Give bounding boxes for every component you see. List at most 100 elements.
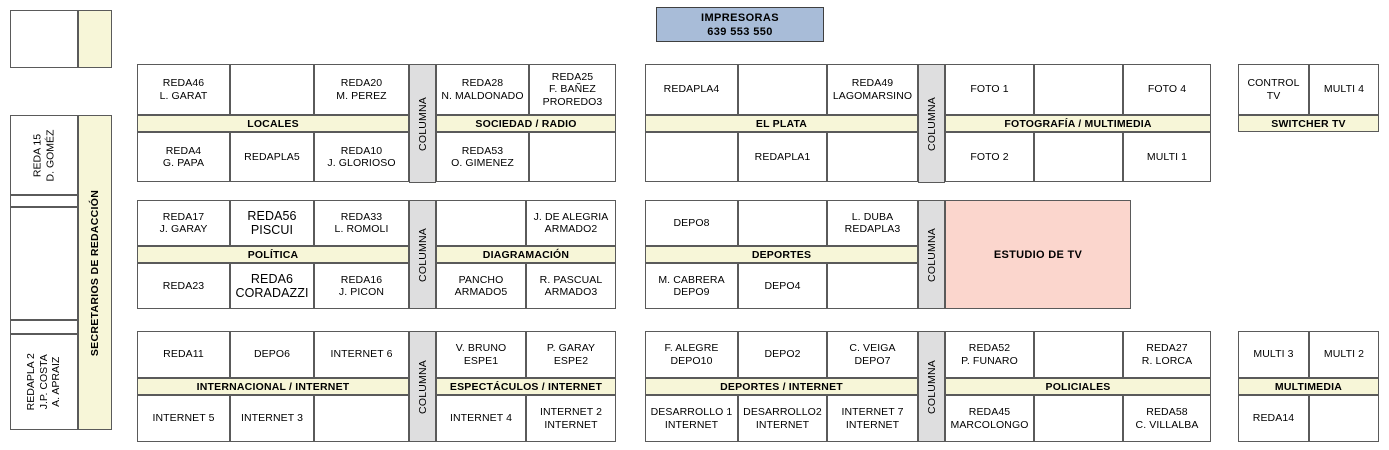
block-locales-top-row: REDA46 L. GARAT REDA20 M. PEREZ <box>137 64 409 115</box>
cell-p-garay-espe2[interactable]: P. GARAY ESPE2 <box>526 331 616 378</box>
block-estudio-de-tv[interactable]: ESTUDIO DE TV <box>945 200 1131 309</box>
columna-bar-2-label: COLUMNA <box>925 96 938 151</box>
block-policiales-top-row: REDA52 P. FUNARO REDA27 R. LORCA <box>945 331 1211 378</box>
cell-policiales-top-empty[interactable] <box>1034 331 1123 378</box>
cell-diagramacion-top-empty[interactable] <box>436 200 526 246</box>
cell-reda25[interactable]: REDA25 F. BAÑEZ PROREDO3 <box>529 64 616 115</box>
impresoras-box[interactable]: IMPRESORAS 639 553 550 <box>656 7 824 42</box>
sidebar-cell-column: REDA 15 D. GOMÉZ REDAPLA 2 J.P. COSTA A.… <box>10 115 78 430</box>
cell-reda33[interactable]: REDA33 L. ROMOLI <box>314 200 409 246</box>
estudio-de-tv-label: ESTUDIO DE TV <box>993 248 1083 261</box>
sidebar-cell-gap-1[interactable] <box>10 195 78 207</box>
block-multimedia-top-row: MULTI 3 MULTI 2 <box>1238 331 1379 378</box>
cell-multi-4[interactable]: MULTI 4 <box>1309 64 1379 115</box>
cell-l-duba[interactable]: L. DUBA REDAPLA3 <box>827 200 918 246</box>
cell-el-plata-bottom-empty-1[interactable] <box>645 132 738 182</box>
cell-reda23[interactable]: REDA23 <box>137 263 230 309</box>
sidebar-band-secretarios: SECRETARIOS DE REDACCIÓN <box>78 115 112 430</box>
cell-reda53[interactable]: REDA53 O. GIMENEZ <box>436 132 529 182</box>
cell-reda28[interactable]: REDA28 N. MALDONADO <box>436 64 529 115</box>
cell-depo2[interactable]: DEPO2 <box>738 331 827 378</box>
cell-r-pascual-armado3[interactable]: R. PASCUAL ARMADO3 <box>526 263 616 309</box>
cell-reda46[interactable]: REDA46 L. GARAT <box>137 64 230 115</box>
cell-multi-2[interactable]: MULTI 2 <box>1309 331 1379 378</box>
cell-reda56[interactable]: REDA56 PISCUI <box>230 200 314 246</box>
cell-multi-3[interactable]: MULTI 3 <box>1238 331 1309 378</box>
cell-reda17[interactable]: REDA17 J. GARAY <box>137 200 230 246</box>
block-deportes-internet: F. ALEGRE DEPO10 DEPO2 C. VEIGA DEPO7 DE… <box>645 331 918 442</box>
block-diagramacion-top-row: J. DE ALEGRIA ARMADO2 <box>436 200 616 246</box>
cell-reda20[interactable]: REDA20 M. PEREZ <box>314 64 409 115</box>
cell-desarrollo-1[interactable]: DESARROLLO 1 INTERNET <box>645 395 738 442</box>
cell-internet-2[interactable]: INTERNET 2 INTERNET <box>526 395 616 442</box>
cell-v-bruno-espe1[interactable]: V. BRUNO ESPE1 <box>436 331 526 378</box>
cell-reda52[interactable]: REDA52 P. FUNARO <box>945 331 1034 378</box>
topleft-yellow-cell <box>78 10 112 68</box>
sidebar-band-label: SECRETARIOS DE REDACCIÓN <box>89 189 101 356</box>
cell-reda14[interactable]: REDA14 <box>1238 395 1309 442</box>
cell-foto-1[interactable]: FOTO 1 <box>945 64 1034 115</box>
cell-internet-3[interactable]: INTERNET 3 <box>230 395 314 442</box>
block-politica-top-row: REDA17 J. GARAY REDA56 PISCUI REDA33 L. … <box>137 200 409 246</box>
cell-reda10[interactable]: REDA10 J. GLORIOSO <box>314 132 409 182</box>
cell-internacional-bottom-empty[interactable] <box>314 395 409 442</box>
cell-internet-5[interactable]: INTERNET 5 <box>137 395 230 442</box>
cell-policiales-bottom-empty[interactable] <box>1034 395 1123 442</box>
cell-deportes-top-empty[interactable] <box>738 200 827 246</box>
cell-reda4[interactable]: REDA4 G. PAPA <box>137 132 230 182</box>
cell-redapla1[interactable]: REDAPLA1 <box>738 132 827 182</box>
block-fotografia-multimedia: FOTO 1 FOTO 4 FOTOGRAFÍA / MULTIMEDIA FO… <box>945 64 1211 182</box>
cell-reda27[interactable]: REDA27 R. LORCA <box>1123 331 1211 378</box>
block-multimedia-bottom-row: REDA14 <box>1238 395 1379 442</box>
cell-internet-7[interactable]: INTERNET 7 INTERNET <box>827 395 918 442</box>
columna-bar-6: COLUMNA <box>918 331 945 442</box>
cell-fotografia-bottom-empty[interactable] <box>1034 132 1123 182</box>
cell-depo4[interactable]: DEPO4 <box>738 263 827 309</box>
cell-m-cabrera[interactable]: M. CABRERA DEPO9 <box>645 263 738 309</box>
cell-deportes-bottom-empty[interactable] <box>827 263 918 309</box>
block-locales: REDA46 L. GARAT REDA20 M. PEREZ LOCALES … <box>137 64 409 182</box>
sidebar-cell-empty-mid[interactable] <box>10 207 78 320</box>
block-espectaculos-bottom-row: INTERNET 4 INTERNET 2 INTERNET <box>436 395 616 442</box>
cell-reda45[interactable]: REDA45 MARCOLONGO <box>945 395 1034 442</box>
cell-reda6[interactable]: REDA6 CORADAZZI <box>230 263 314 309</box>
columna-bar-3-label: COLUMNA <box>416 227 429 282</box>
sidebar-secretarios-de-redaccion: REDA 15 D. GOMÉZ REDAPLA 2 J.P. COSTA A.… <box>10 115 112 430</box>
cell-multimedia-bottom-empty[interactable] <box>1309 395 1379 442</box>
cell-el-plata-bottom-empty-2[interactable] <box>827 132 918 182</box>
cell-reda16[interactable]: REDA16 J. PICON <box>314 263 409 309</box>
cell-internet-4[interactable]: INTERNET 4 <box>436 395 526 442</box>
cell-reda11[interactable]: REDA11 <box>137 331 230 378</box>
cell-depo6[interactable]: DEPO6 <box>230 331 314 378</box>
cell-depo8[interactable]: DEPO8 <box>645 200 738 246</box>
cell-fotografia-top-empty[interactable] <box>1034 64 1123 115</box>
block-multimedia: MULTI 3 MULTI 2 MULTIMEDIA REDA14 <box>1238 331 1379 442</box>
cell-foto-4[interactable]: FOTO 4 <box>1123 64 1211 115</box>
sidebar-cell-reda15[interactable]: REDA 15 D. GOMÉZ <box>10 115 78 195</box>
cell-j-de-alegria[interactable]: J. DE ALEGRIA ARMADO2 <box>526 200 616 246</box>
sidebar-cell-redapla2[interactable]: REDAPLA 2 J.P. COSTA A. APRAIZ <box>10 334 78 430</box>
cell-foto-2[interactable]: FOTO 2 <box>945 132 1034 182</box>
cell-desarrollo-2[interactable]: DESARROLLO2 INTERNET <box>738 395 827 442</box>
block-deportes-internet-bottom-row: DESARROLLO 1 INTERNET DESARROLLO2 INTERN… <box>645 395 918 442</box>
block-policiales: REDA52 P. FUNARO REDA27 R. LORCA POLICIA… <box>945 331 1211 442</box>
cell-reda58[interactable]: REDA58 C. VILLALBA <box>1123 395 1211 442</box>
cell-el-plata-top-empty[interactable] <box>738 64 827 115</box>
cell-reda49[interactable]: REDA49 LAGOMARSINO <box>827 64 918 115</box>
columna-bar-1: COLUMNA <box>409 64 436 183</box>
sidebar-cell-gap-2[interactable] <box>10 320 78 334</box>
sidebar-cell-redapla2-label: REDAPLA 2 J.P. COSTA A. APRAIZ <box>25 353 63 411</box>
cell-locales-top-empty[interactable] <box>230 64 314 115</box>
cell-redapla5[interactable]: REDAPLA5 <box>230 132 314 182</box>
cell-multi-1[interactable]: MULTI 1 <box>1123 132 1211 182</box>
cell-redapla4[interactable]: REDAPLA4 <box>645 64 738 115</box>
block-sociedad-top-row: REDA28 N. MALDONADO REDA25 F. BAÑEZ PROR… <box>436 64 616 115</box>
cell-internet-6[interactable]: INTERNET 6 <box>314 331 409 378</box>
cell-pancho-armado5[interactable]: PANCHO ARMADO5 <box>436 263 526 309</box>
band-deportes-internet: DEPORTES / INTERNET <box>645 378 918 395</box>
cell-sociedad-bottom-empty[interactable] <box>529 132 616 182</box>
cell-f-alegre-depo10[interactable]: F. ALEGRE DEPO10 <box>645 331 738 378</box>
cell-control-tv[interactable]: CONTROL TV <box>1238 64 1309 115</box>
band-sociedad-radio: SOCIEDAD / RADIO <box>436 115 616 132</box>
cell-c-veiga-depo7[interactable]: C. VEIGA DEPO7 <box>827 331 918 378</box>
